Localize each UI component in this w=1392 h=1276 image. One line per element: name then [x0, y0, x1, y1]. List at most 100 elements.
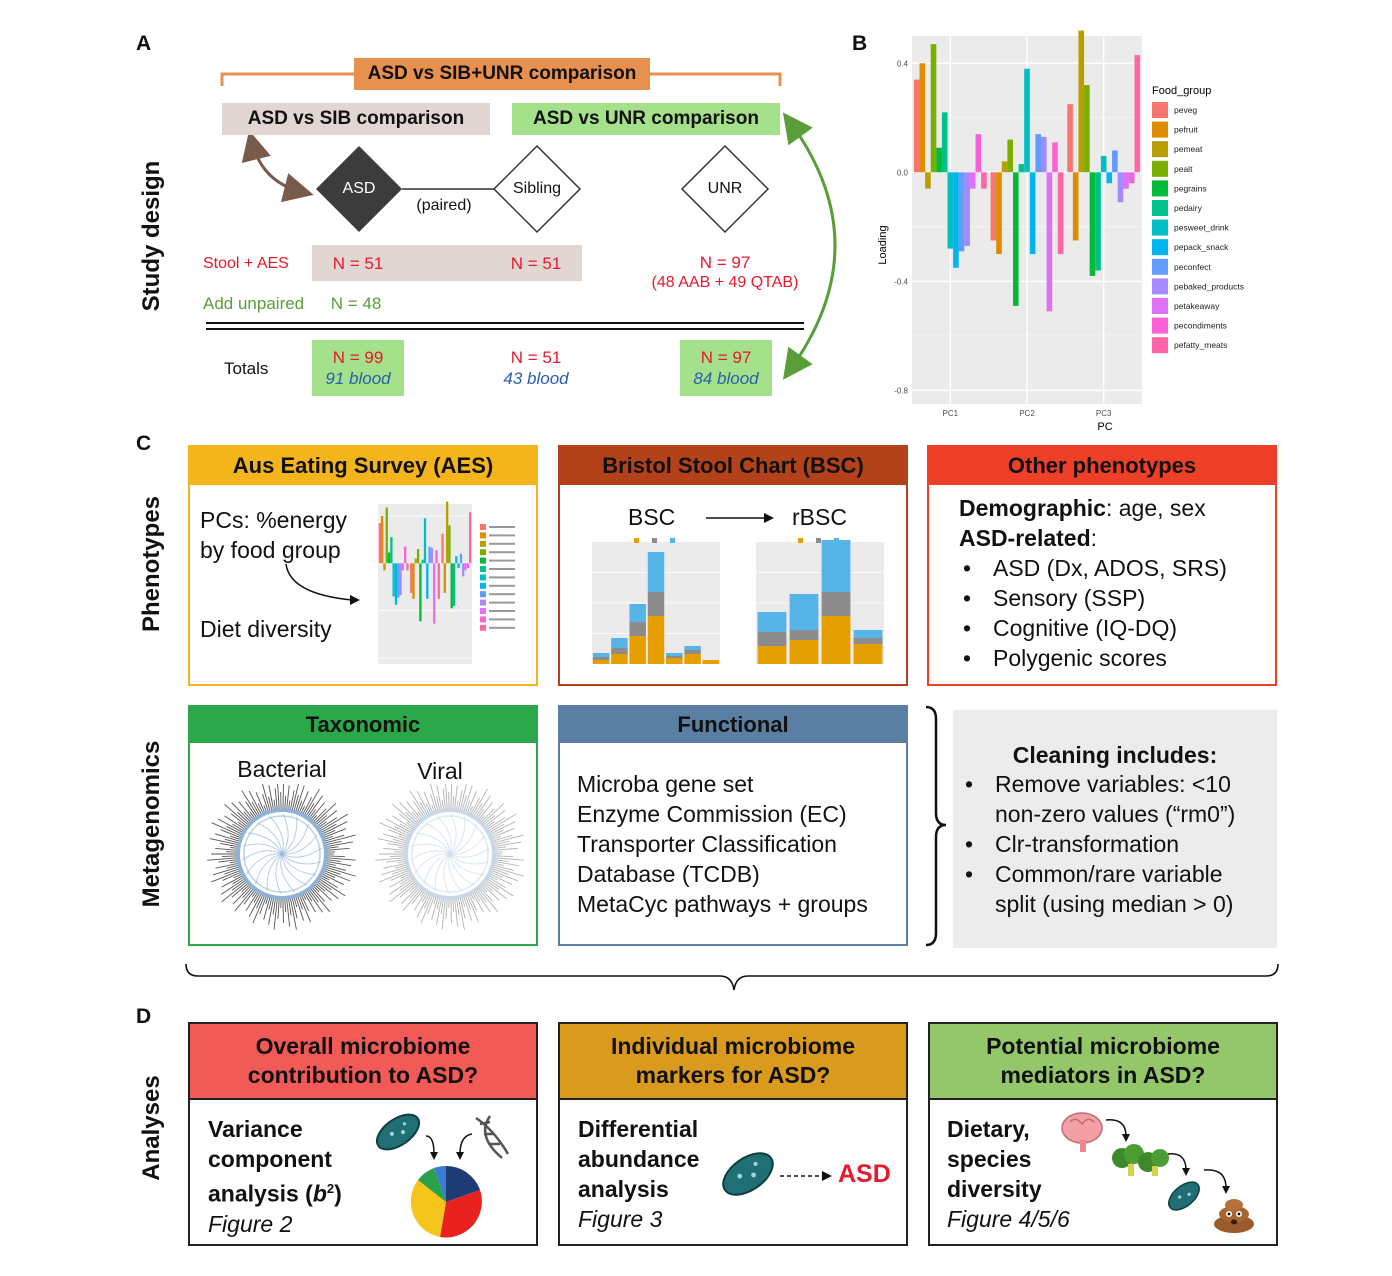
cleaning-card: Cleaning includes: Remove variables: <10… — [953, 710, 1277, 948]
a1-line1: Variance — [208, 1116, 303, 1142]
tree-branch — [268, 815, 284, 855]
tree-leaf — [490, 871, 504, 879]
other-body: Demographic: age, sex ASD-related: ASD (… — [929, 485, 1275, 673]
analysis-card-variance: Overall microbiome contribution to ASD? — [188, 1022, 538, 1246]
demographic-rest: : age, sex — [1105, 495, 1206, 521]
thumb-legend-swatch — [480, 524, 486, 530]
tree-leaf — [386, 859, 407, 863]
demographic-label: Demographic — [959, 495, 1106, 521]
thumb-legend-text — [489, 542, 515, 545]
bar — [930, 44, 937, 173]
cleaning-item: Common/rare variable split (using median… — [965, 859, 1263, 919]
tree-leaf — [457, 897, 465, 930]
thumb-bar — [410, 563, 413, 593]
tree-leaf — [277, 784, 280, 811]
thumb-bar — [383, 563, 386, 571]
tree-leaf — [323, 834, 345, 842]
tree-leaf — [211, 869, 242, 883]
tree-leaf — [392, 815, 414, 831]
thumb-legend-text — [489, 593, 515, 596]
x-tick-label: PC3 — [1096, 409, 1112, 418]
tree-leaf — [486, 877, 514, 897]
tree-leaf — [492, 834, 524, 844]
unr-total-blood: 84 blood — [693, 369, 759, 388]
tree-leaf — [241, 790, 259, 818]
thumb-legend-text — [489, 626, 515, 629]
tree-branch — [281, 847, 322, 858]
legend-label: pealt — [1174, 164, 1193, 174]
tree-leaf — [222, 855, 239, 857]
bar — [1035, 134, 1041, 173]
tree-leaf — [487, 813, 517, 832]
thumb-bar — [426, 563, 429, 599]
tree-leaf — [226, 864, 240, 869]
tree-leaf — [490, 869, 519, 882]
tree-leaf — [325, 847, 350, 851]
y-tick-label: -0.4 — [894, 277, 908, 286]
tree-leaf — [263, 896, 271, 920]
unr-stool-detail: (48 AAB + 49 QTAB) — [651, 274, 799, 291]
phenotype-item: Sensory (SSP) — [963, 583, 1275, 613]
tree-leaf — [394, 826, 411, 835]
thumb-legend-swatch — [480, 624, 486, 631]
tree-leaf — [325, 860, 352, 867]
thumb-stack-bar — [666, 658, 683, 664]
tree-leaf — [252, 894, 266, 924]
tree-leaf — [493, 846, 507, 849]
tree-leaf — [436, 785, 443, 811]
tree-branch — [434, 853, 451, 892]
legend-swatch — [1152, 239, 1168, 256]
bar — [941, 112, 948, 173]
bar — [1067, 104, 1073, 173]
tree-branch — [449, 853, 485, 876]
x-tick-label: PC2 — [1019, 409, 1035, 418]
tree-leaf — [390, 855, 407, 857]
tree-leaf — [400, 885, 420, 905]
thumb-stack-bar — [592, 653, 610, 657]
bar — [958, 172, 965, 252]
tree-leaf — [277, 897, 280, 919]
asd-totals-box — [312, 340, 404, 396]
sib-total-blood: 43 blood — [503, 369, 569, 388]
tree-leaf — [419, 801, 429, 817]
tree-leaf — [325, 841, 354, 848]
study-design-connectors — [206, 72, 837, 380]
asd-node-label: ASD — [342, 180, 376, 197]
unr-diamond — [680, 144, 770, 234]
totals-label: Totals — [224, 359, 269, 378]
tree-leaf — [309, 887, 331, 913]
a1-line2: component — [208, 1146, 332, 1172]
phenotype-item: ASD (Dx, ADOS, SRS) — [963, 553, 1275, 583]
tree-leaf — [420, 894, 434, 924]
tree-leaf — [268, 897, 275, 925]
tree-leaf — [220, 829, 242, 839]
tree-leaf — [234, 887, 255, 912]
bar — [1089, 172, 1096, 276]
tree-leaf — [296, 800, 303, 813]
thumb-bar — [468, 512, 472, 564]
tree-leaf — [440, 897, 445, 915]
tree-leaf — [305, 890, 313, 902]
thumb-bar — [455, 556, 458, 564]
thumb-bar — [412, 563, 415, 599]
tree-branch — [449, 823, 477, 855]
bar — [1134, 55, 1141, 173]
tree-leaf — [214, 833, 241, 842]
thumb-bar — [450, 563, 453, 609]
thumb-bar — [443, 563, 446, 593]
tree-leaf — [212, 866, 241, 876]
a3-text: Dietary, species diversity Figure 4/5/6 — [947, 1114, 1070, 1234]
thumb-legend-swatch — [480, 599, 486, 606]
legend-swatch — [1152, 317, 1168, 334]
bar — [996, 172, 1002, 255]
tree-leaf — [411, 888, 424, 905]
tree-branch — [414, 853, 451, 874]
thumb-bar — [466, 563, 469, 568]
a3-figure: Figure 4/5/6 — [947, 1206, 1070, 1232]
tree-branch — [281, 853, 308, 886]
top-comparison-label: ASD vs SIB+UNR comparison — [354, 58, 650, 90]
tree-leaf — [261, 784, 271, 812]
tree-leaf — [219, 843, 239, 848]
tree-leaf — [262, 793, 269, 813]
